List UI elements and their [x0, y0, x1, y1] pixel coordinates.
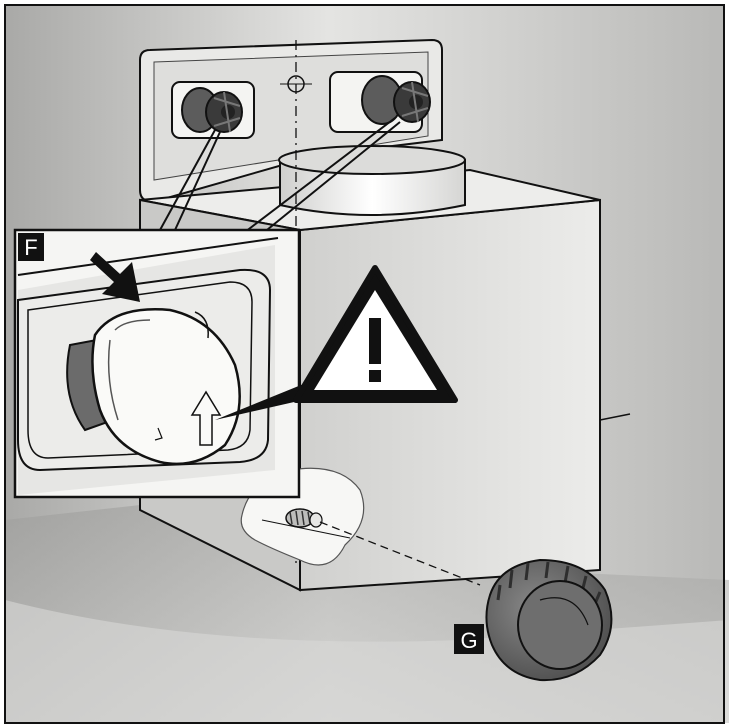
hose-cap — [66, 308, 241, 466]
screw-icon — [285, 508, 323, 528]
step-label-g-bg — [454, 624, 484, 654]
step-label-f-bg — [18, 233, 44, 261]
floor — [5, 600, 729, 723]
callout-leaders — [159, 117, 401, 235]
step-label-f: F — [24, 235, 37, 260]
arrow-up-icon — [190, 390, 222, 446]
collar — [278, 145, 466, 216]
warning-triangle-icon — [293, 265, 458, 403]
arrow-down-icon — [90, 252, 140, 302]
detail-inset: F — [13, 228, 301, 499]
frame — [4, 4, 725, 724]
left-nozzle — [181, 87, 243, 133]
adjustment-knob — [485, 558, 613, 682]
right-nozzle — [361, 75, 431, 125]
assembly-line — [319, 521, 481, 586]
step-label-g: G — [460, 628, 477, 653]
